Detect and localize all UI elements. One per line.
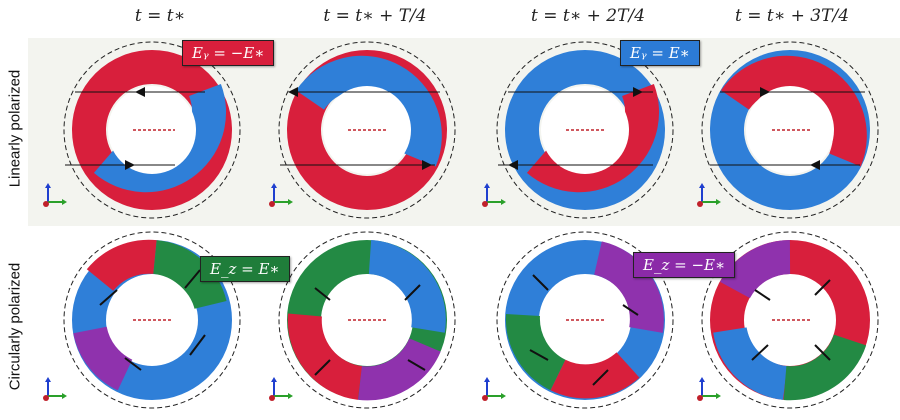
panel-circular-t1 [260, 220, 470, 420]
axis-triad-icon [43, 377, 67, 401]
panel-circular-t2 [478, 220, 688, 420]
column-header-3: t = t∗ + 2T/4 [530, 6, 646, 26]
callout-ey-minus: Eᵧ = −E∗ [182, 40, 275, 66]
callout-ez-minus: E_z = −E∗ [633, 252, 736, 278]
panel-linear-t2 [478, 30, 688, 230]
row-label-linear: Linearly polarized [6, 69, 24, 188]
panel-linear-t0 [45, 30, 255, 230]
torus-segment-blue [93, 84, 226, 193]
torus-hole [108, 86, 196, 174]
axis-triad-icon [697, 377, 721, 401]
panel-linear-t1 [260, 30, 470, 230]
axis-triad-icon [269, 377, 293, 401]
panel-linear-t3 [690, 30, 900, 230]
panel-circular-t3 [690, 220, 900, 420]
axis-triad-icon [697, 183, 721, 207]
arrow-head [125, 160, 135, 170]
axis-triad-icon [43, 183, 67, 207]
callout-ey-plus: Eᵧ = E∗ [620, 40, 700, 66]
panel-circular-t0 [45, 220, 255, 420]
row-label-circular: Circularly polarized [6, 262, 24, 391]
column-header-4: t = t∗ + 3T/4 [734, 6, 850, 26]
column-header-2: t = t∗ + T/4 [323, 6, 427, 26]
dashed-orbit [63, 41, 241, 219]
callout-ez-plus: E_z = E∗ [200, 256, 290, 282]
axis-triad-icon [269, 183, 293, 207]
axis-triad-icon [482, 377, 506, 401]
arrow-head [135, 87, 145, 97]
column-header-1: t = t∗ [134, 6, 186, 26]
axis-triad-icon [482, 183, 506, 207]
